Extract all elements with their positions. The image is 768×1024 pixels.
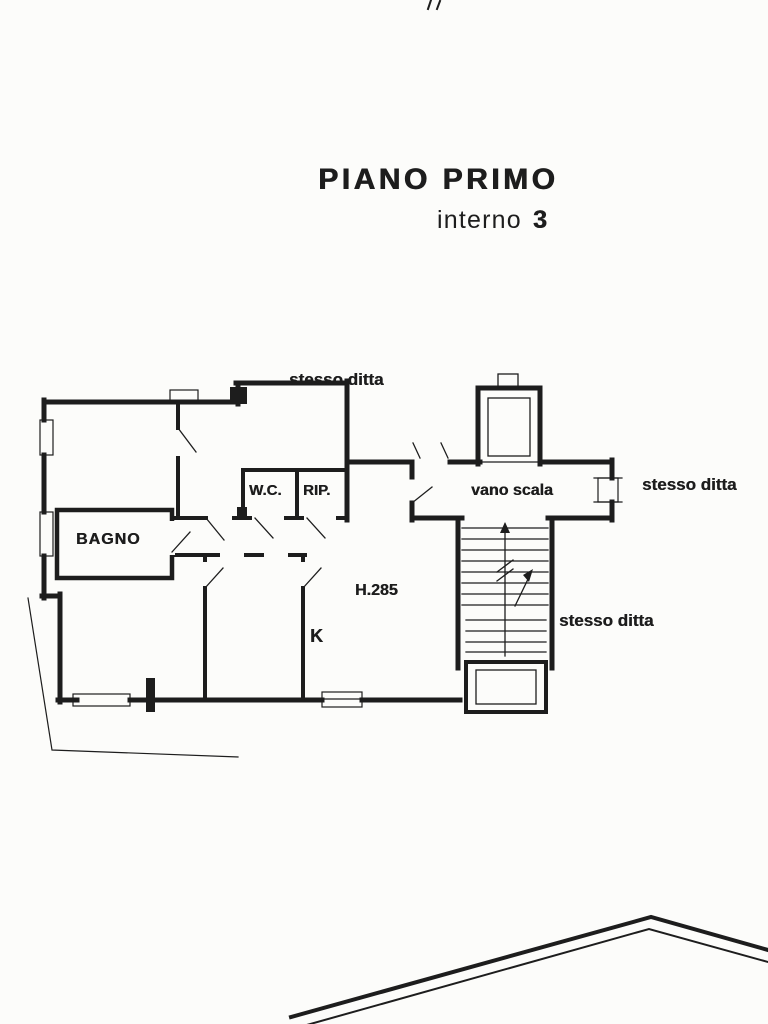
neighbor-label-bottom-right: stesso ditta <box>559 611 654 630</box>
door-openings <box>169 515 336 555</box>
boundary-lines <box>27 597 239 758</box>
exterior-walls <box>39 378 483 705</box>
room-label-wc: W.C. <box>249 482 282 499</box>
subtitle-number: 3 <box>532 206 548 234</box>
wall-piers <box>146 387 247 712</box>
page-title: PIANO PRIMO <box>318 163 559 196</box>
room-label-kitchen: K <box>310 626 323 646</box>
stairs-direction-arrow <box>496 522 533 657</box>
room-label-bagno: BAGNO <box>76 531 141 548</box>
ceiling-height-label: H.285 <box>355 582 398 599</box>
neighbor-label-right: stesso ditta <box>642 475 737 494</box>
page-subtitle: interno 3 <box>437 206 548 235</box>
adjacent-drawing-corner <box>288 914 768 1024</box>
door-swings <box>171 427 449 589</box>
room-label-vano-scala: vano scala <box>471 482 553 499</box>
top-wall-niche <box>169 389 199 403</box>
page-edge-mark <box>426 0 442 11</box>
neighbor-label-top: stesso ditta <box>289 370 384 389</box>
room-label-rip: RIP. <box>303 482 331 499</box>
stair-shaft-details <box>475 373 541 705</box>
subtitle-text: interno <box>437 206 522 234</box>
window-symbols <box>39 419 623 708</box>
stairwell-walls <box>409 385 615 714</box>
